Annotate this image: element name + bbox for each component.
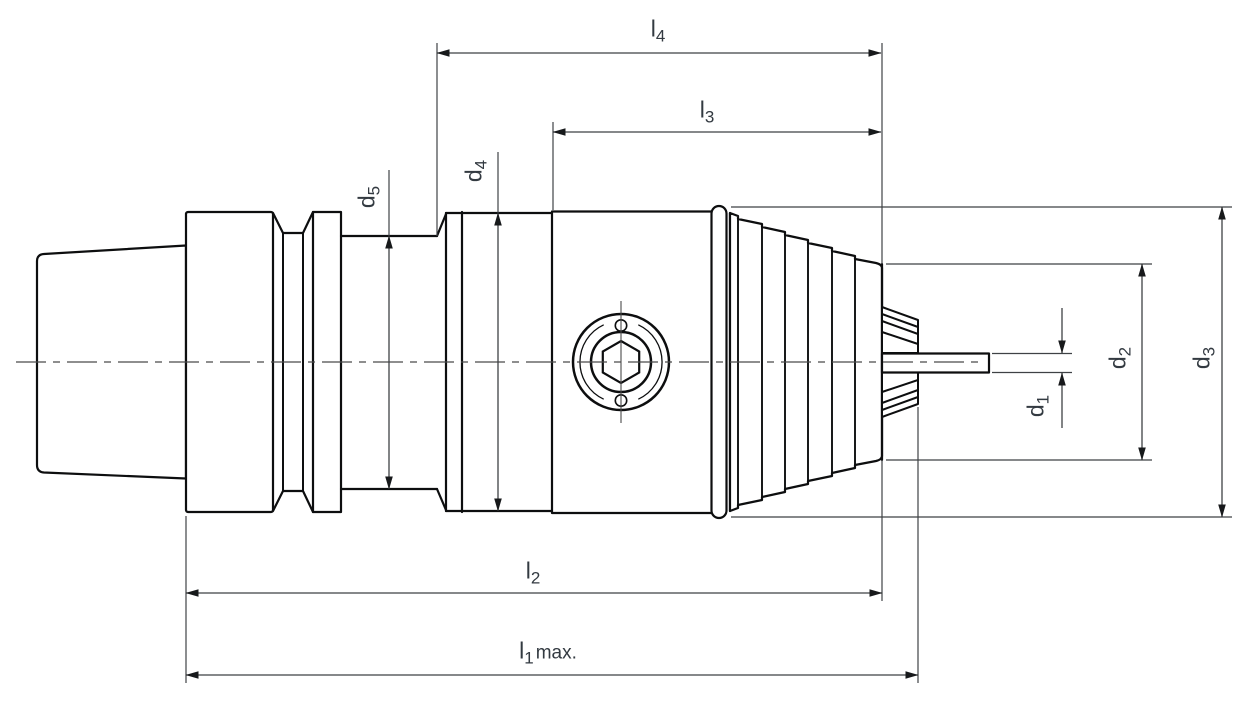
taper-shank	[35, 244, 188, 480]
dim-label-l4: l4	[650, 15, 666, 46]
collar-chamfer-top	[435, 212, 448, 238]
dim-label-d1: d1	[1022, 394, 1053, 418]
dim-label-d2: d2	[1104, 346, 1135, 370]
collar-chamfer-bottom	[435, 487, 448, 512]
dim-label-d5: d5	[353, 185, 384, 209]
extension-lines	[185, 43, 1232, 683]
dim-label-l2: l2	[525, 557, 541, 588]
dim-label-d4: d4	[460, 159, 491, 183]
dim-label-l3: l3	[699, 96, 715, 127]
groove-top	[271, 210, 315, 235]
dim-label-d3: d3	[1188, 346, 1219, 370]
collet-jaw-upper	[881, 306, 919, 354]
collet-jaw-lower	[881, 370, 919, 418]
socket-chamfer-arc	[638, 324, 663, 400]
groove-bottom	[271, 489, 315, 514]
drill-bit	[880, 352, 991, 374]
